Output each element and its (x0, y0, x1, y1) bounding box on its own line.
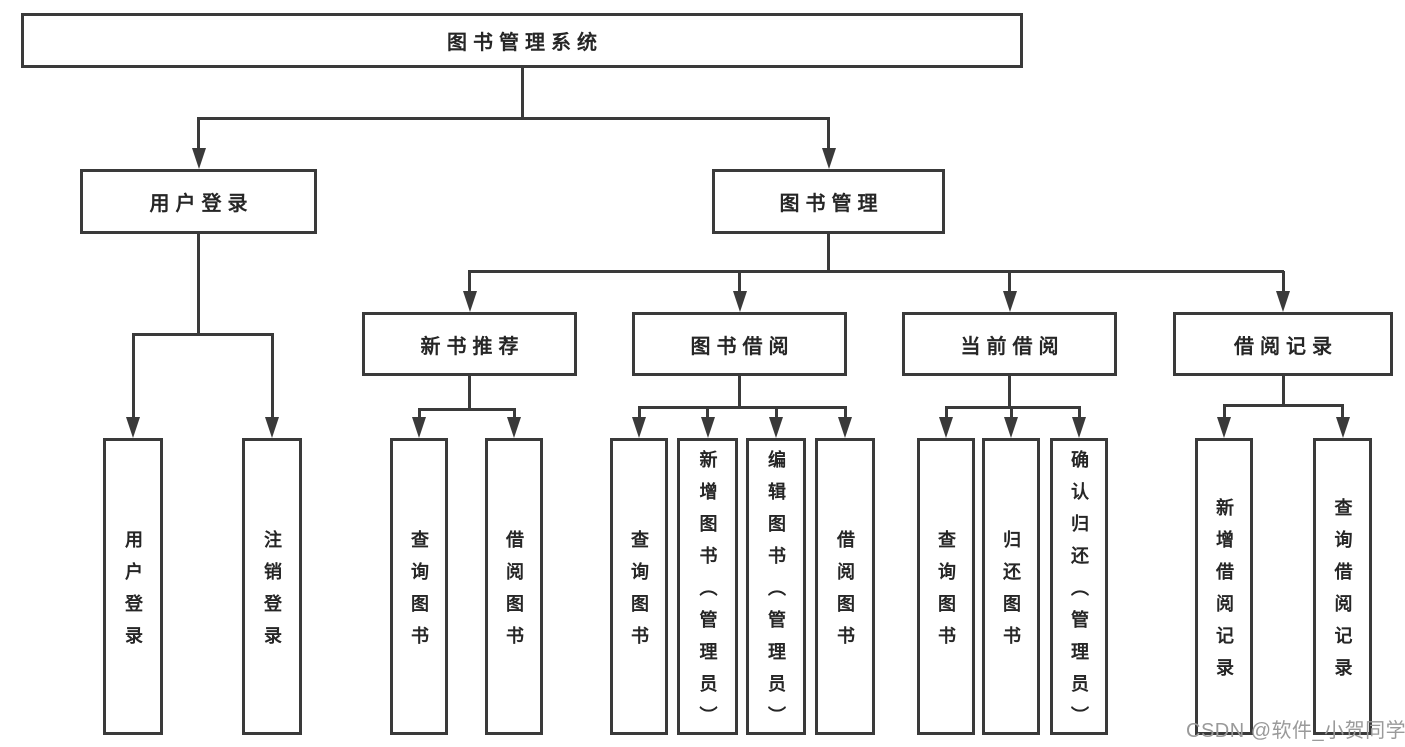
leaf-recommend-query-book: 查询图书 (390, 438, 448, 735)
leaf-current-query-book-label: 查询图书 (936, 529, 956, 658)
connector-user-login-split (131, 332, 274, 336)
arrowhead-leaf-logout (265, 417, 279, 438)
arrowhead-current-borrow (1002, 291, 1017, 312)
arrowhead-book-borrow (732, 291, 747, 312)
leaf-borrow-query-book-label: 查询图书 (629, 529, 649, 658)
leaf-recommend-borrow-book: 借阅图书 (485, 438, 543, 735)
connector-to-new-book (468, 271, 471, 292)
arrowhead-book-management (821, 148, 836, 169)
leaf-query-borrow-record-label: 查询借阅记录 (1332, 497, 1353, 690)
connector-root-split (197, 116, 830, 120)
leaf-borrow-book: 借阅图书 (815, 438, 875, 735)
node-new-book-recommend: 新书推荐 (362, 312, 577, 376)
arrowhead-user-login (191, 148, 206, 169)
leaf-user-login: 用户登录 (103, 438, 163, 735)
arrowhead-leaf-bb-query (632, 417, 646, 438)
leaf-recommend-query-book-label: 查询图书 (409, 529, 429, 658)
connector-book-mgmt-split (468, 269, 1284, 273)
leaf-add-book-admin: 新增图书（管理员） (677, 438, 738, 738)
connector-to-book-management (827, 118, 830, 149)
connector-book-mgmt-stem (827, 234, 830, 272)
connector-to-current-borrow (1008, 271, 1011, 292)
node-user-login: 用户登录 (80, 169, 317, 234)
connector-current-stem (1008, 375, 1011, 408)
leaf-add-book-admin-label: 新增图书（管理员） (697, 449, 718, 738)
connector-new-book-stem (468, 376, 471, 410)
connector-root-stem (520, 68, 524, 118)
connector-record-stem (1281, 375, 1285, 406)
connector-to-leaf-bb-query (637, 407, 641, 418)
leaf-confirm-return-admin-label: 确认归还（管理员） (1069, 449, 1089, 738)
arrowhead-leaf-cur-query (939, 417, 953, 438)
connector-to-book-borrow (738, 271, 741, 292)
leaf-edit-book-admin: 编辑图书（管理员） (746, 438, 806, 738)
leaf-return-book: 归还图书 (982, 438, 1040, 735)
connector-record-split (1222, 403, 1344, 407)
connector-to-leaf-bb-borrow (843, 407, 847, 418)
connector-new-book-split (417, 407, 516, 411)
connector-to-leaf-bb-edit (774, 407, 778, 418)
leaf-logout-label: 注销登录 (262, 529, 282, 658)
connector-to-leaf-cur-query (944, 407, 948, 418)
node-book-borrow: 图书借阅 (632, 312, 847, 376)
node-borrow-record: 借阅记录 (1173, 312, 1393, 376)
leaf-return-book-label: 归还图书 (1001, 529, 1021, 658)
connector-to-leaf-bb-add (706, 407, 709, 418)
arrowhead-leaf-cur-return (1004, 417, 1018, 438)
connector-to-leaf-cur-confirm (1077, 407, 1081, 418)
leaf-current-query-book: 查询图书 (917, 438, 975, 735)
leaf-add-borrow-record: 新增借阅记录 (1195, 438, 1253, 735)
connector-book-borrow-stem (738, 375, 741, 408)
csdn-watermark: CSDN @软件_小贺同学 (1186, 720, 1405, 742)
arrowhead-leaf-cur-confirm (1072, 417, 1086, 438)
connector-to-leaf-cur-return (1009, 407, 1013, 418)
leaf-borrow-query-book: 查询图书 (610, 438, 668, 735)
connector-to-leaf-rec-query (417, 409, 421, 418)
connector-user-login-stem (197, 234, 200, 335)
arrowhead-new-book (462, 291, 477, 312)
connector-to-leaf-logout (270, 334, 274, 417)
leaf-confirm-return-admin: 确认归还（管理员） (1050, 438, 1108, 738)
leaf-borrow-book-label: 借阅图书 (835, 529, 855, 658)
connector-to-leaf-record-query (1341, 405, 1344, 418)
arrowhead-borrow-record (1276, 291, 1290, 312)
arrowhead-leaf-bb-edit (769, 417, 783, 438)
arrowhead-leaf-rec-query (412, 417, 426, 438)
leaf-logout: 注销登录 (242, 438, 302, 735)
arrowhead-leaf-record-add (1217, 417, 1231, 438)
leaf-recommend-borrow-book-label: 借阅图书 (504, 529, 524, 658)
node-root-system: 图书管理系统 (21, 13, 1023, 68)
connector-to-user-login (197, 118, 200, 149)
leaf-add-borrow-record-label: 新增借阅记录 (1214, 497, 1234, 690)
connector-to-leaf-rec-add (1222, 405, 1226, 418)
node-current-borrow: 当前借阅 (902, 312, 1117, 376)
connector-to-leaf-user-login (131, 334, 135, 417)
leaf-edit-book-admin-label: 编辑图书（管理员） (766, 449, 786, 738)
leaf-query-borrow-record: 查询借阅记录 (1313, 438, 1372, 735)
arrowhead-leaf-bb-borrow (838, 417, 852, 438)
arrowhead-leaf-bb-add (700, 417, 715, 438)
node-book-management: 图书管理 (712, 169, 945, 234)
leaf-user-login-label: 用户登录 (123, 529, 143, 658)
arrowhead-leaf-rec-borrow (507, 417, 521, 438)
connector-book-borrow-split (637, 405, 847, 409)
arrowhead-leaf-record-query (1335, 417, 1350, 438)
connector-current-split (944, 405, 1081, 409)
connector-to-borrow-record (1281, 271, 1285, 292)
connector-to-leaf-rec-borrow (512, 409, 516, 418)
arrowhead-leaf-user-login (126, 417, 140, 438)
